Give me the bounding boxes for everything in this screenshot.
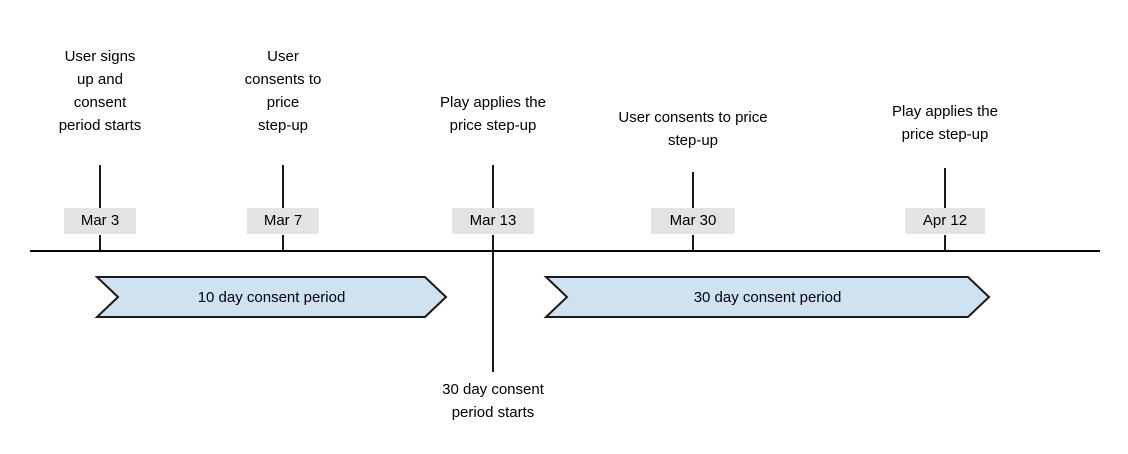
event-caption-mar-7: User consents to price step-up <box>244 48 322 134</box>
tick-stub-mar-30 <box>692 235 694 250</box>
date-chip-mar-7: Mar 7 <box>247 208 319 234</box>
event-caption-mar-30: User consents to price step-up <box>618 109 768 149</box>
consent-period-label-thirty-day: 30 day consent period <box>693 288 842 306</box>
date-chip-apr-12: Apr 12 <box>905 208 985 234</box>
consent-period-label-ten-day: 10 day consent period <box>197 288 346 306</box>
event-caption-mar-13: Play applies the price step-up <box>440 94 546 134</box>
tick-mark-mar-13 <box>492 165 494 208</box>
date-chip-mar-30: Mar 30 <box>651 208 735 234</box>
date-chip-mar-3: Mar 3 <box>64 208 136 234</box>
tick-stub-mar-7 <box>282 235 284 250</box>
chevron-shape-thirty-day <box>543 276 991 318</box>
timeline-axis <box>30 250 1100 252</box>
below-axis-caption: 30 day consent period starts <box>442 381 544 421</box>
tick-stub-mar-13 <box>492 235 494 250</box>
date-chip-mar-13: Mar 13 <box>452 208 534 234</box>
tick-mark-mar-3 <box>99 165 101 208</box>
tick-mark-apr-12 <box>944 168 946 208</box>
tick-stub-apr-12 <box>944 235 946 250</box>
chevron-shape-ten-day <box>94 276 448 318</box>
event-caption-apr-12: Play applies the price step-up <box>892 103 998 143</box>
tick-extension-mar-13 <box>492 250 494 372</box>
tick-mark-mar-7 <box>282 165 284 208</box>
event-caption-mar-3: User signs up and consent period starts <box>58 48 142 134</box>
consent-period-bar-thirty-day: 30 day consent period <box>543 276 991 318</box>
consent-period-bar-ten-day: 10 day consent period <box>94 276 448 318</box>
tick-mark-mar-30 <box>692 172 694 208</box>
tick-stub-mar-3 <box>99 235 101 250</box>
